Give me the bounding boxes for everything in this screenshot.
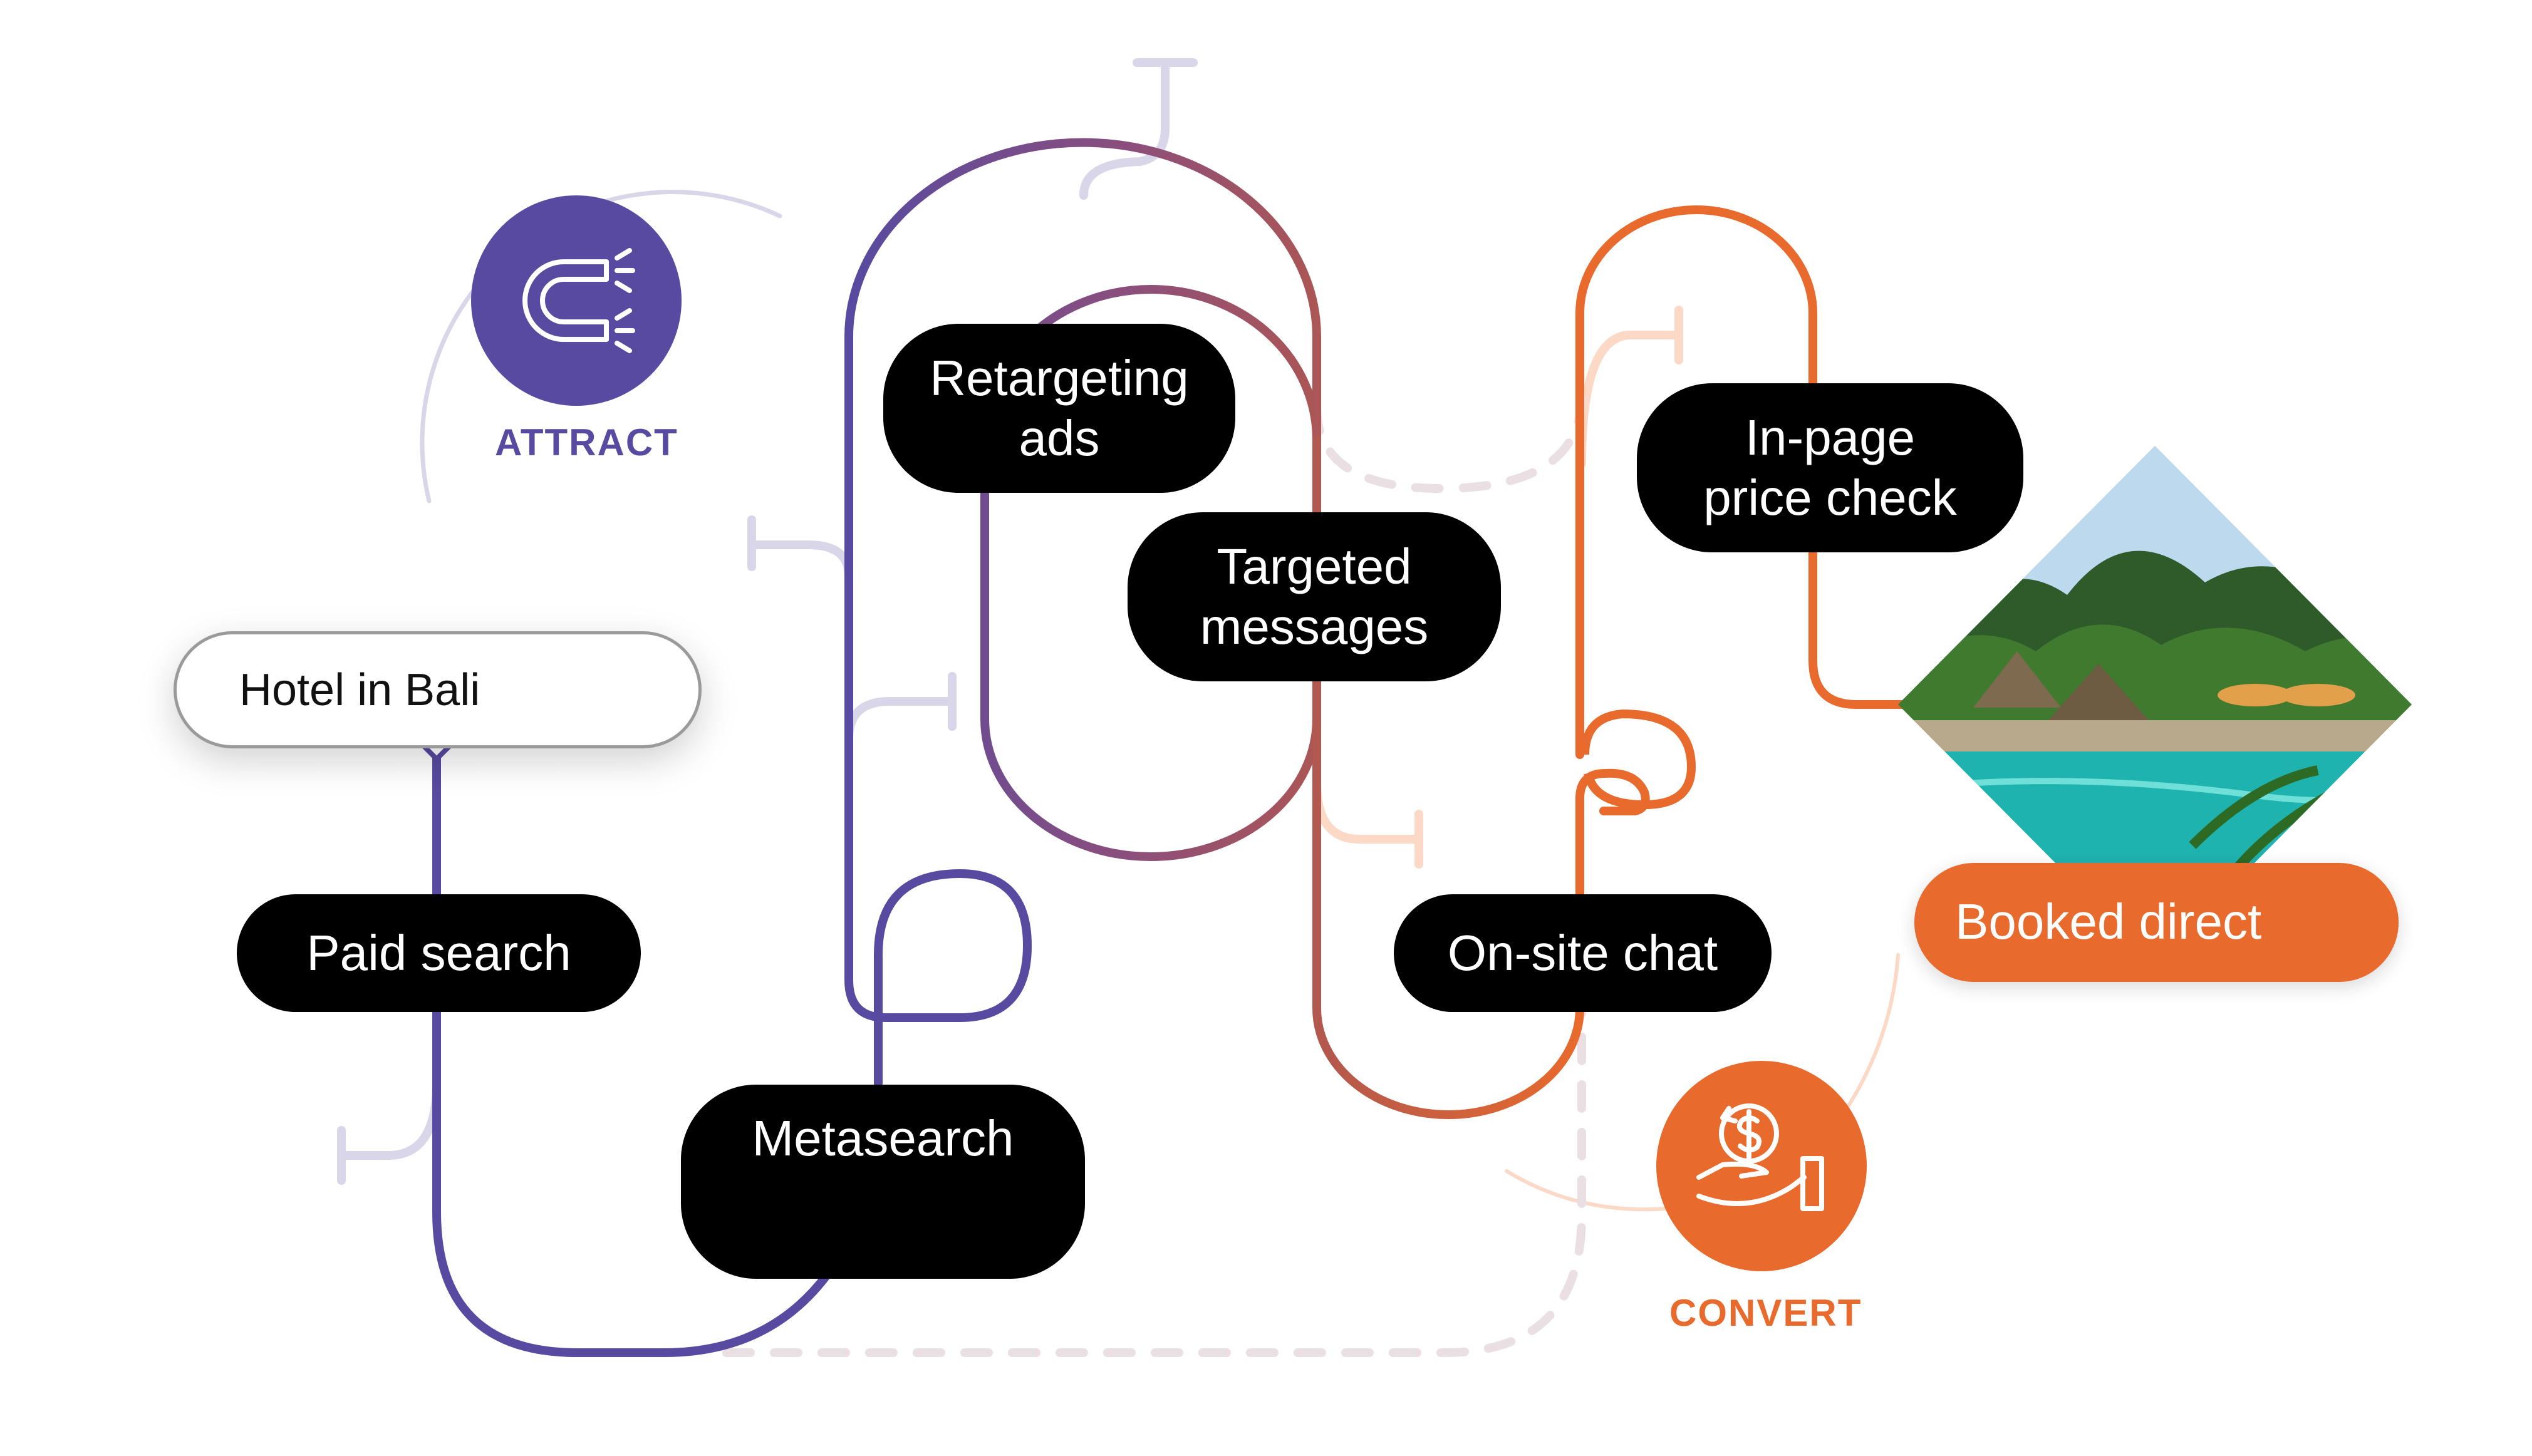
search-box[interactable]: Hotel in Bali: [174, 631, 702, 748]
node-price-check: In-page price check: [1637, 383, 2023, 552]
convert-label: CONVERT: [1669, 1292, 1862, 1334]
retargeting-label-line2: ads: [1019, 410, 1100, 466]
onsite-chat-label: On-site chat: [1447, 925, 1718, 981]
price-check-label-line1: In-page: [1745, 410, 1916, 465]
dashed-paths: [722, 390, 1586, 1357]
convert-arc-left: [1505, 1169, 1668, 1212]
path-big-arc: [844, 138, 1321, 341]
node-onsite-chat: On-site chat: [1394, 894, 1772, 1012]
node-retargeting-ads: Retargeting ads: [883, 324, 1235, 493]
booked-direct-label: Booked direct: [1955, 894, 2262, 949]
booked-direct-badge: Booked direct: [1914, 863, 2399, 982]
path-start: [432, 744, 848, 1357]
dashed-bottom: [722, 1007, 1586, 1357]
branch-top: [1079, 58, 1170, 200]
node-paid-search: Paid search: [237, 894, 641, 1012]
money-hand-icon: [1696, 1103, 1824, 1211]
targeted-label-line1: Targeted: [1217, 539, 1412, 594]
node-metasearch: Metasearch: [681, 1085, 1085, 1279]
node-targeted-messages: Targeted messages: [1128, 512, 1501, 681]
convert-badge: [1656, 1061, 1867, 1271]
convert-arc-right: [1843, 953, 1900, 1113]
magnet-icon: [522, 248, 635, 353]
path-orange-arc: [1575, 205, 1909, 759]
branch-left-upper: [747, 540, 853, 581]
branch-bottom-left: [337, 1079, 441, 1160]
journey-path: [432, 138, 1909, 1357]
chat-loop-knot: [1580, 709, 1696, 810]
attract-label: ATTRACT: [495, 421, 678, 463]
path-descent: [1312, 435, 1584, 1119]
targeted-label-line2: messages: [1200, 599, 1429, 654]
branch-right-lower: [1312, 778, 1423, 844]
price-check-label-line2: price check: [1703, 470, 1957, 525]
path-retargeting-loop: [980, 285, 1321, 861]
search-query: Hotel in Bali: [239, 665, 480, 715]
dashed-upper: [1312, 390, 1586, 493]
retargeting-label-line1: Retargeting: [930, 350, 1189, 406]
metasearch-label: Metasearch: [752, 1110, 1014, 1166]
attract-badge: [471, 195, 682, 406]
paid-search-label: Paid search: [306, 925, 571, 981]
branch-mid: [844, 697, 957, 743]
path-meta-loop: [844, 333, 1032, 1088]
